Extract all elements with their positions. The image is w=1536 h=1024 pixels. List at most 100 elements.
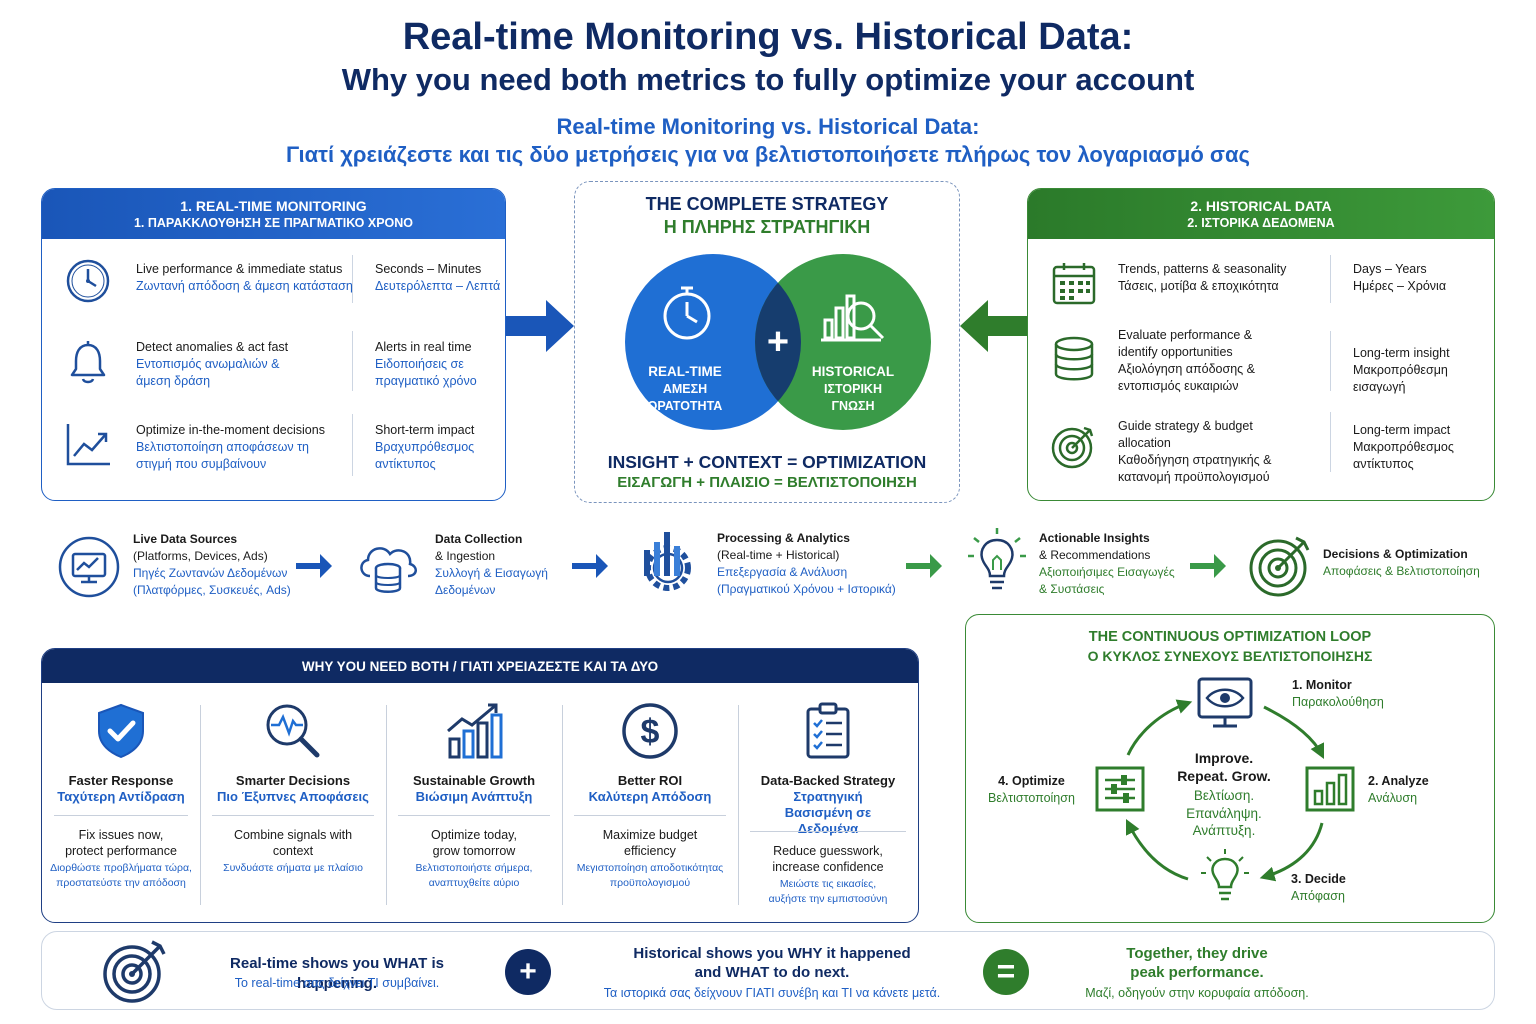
- banner-historical-text-greek: Τα ιστορικά σας δείχνουν ΓΙΑΤΙ συνέβη κα…: [603, 986, 941, 1000]
- bar-chart-icon: [1305, 766, 1355, 812]
- banner-historical-line-1: Historical shows you WHY it happened: [633, 945, 911, 962]
- loop-step-label: 3. Decide: [1291, 872, 1346, 886]
- target-icon: [1051, 426, 1094, 469]
- why-item-smarter-decisions: Smarter Decisions Πιο Έξυπνες Αποφάσεις …: [200, 683, 386, 922]
- flow-arrow-icon: [906, 554, 942, 578]
- flow-step-title-2: & Recommendations: [1039, 548, 1151, 562]
- historical-row: Guide strategy & budget allocation Καθοδ…: [1028, 412, 1494, 498]
- why-item-title-greek: Βιώσιμη Ανάπτυξη: [415, 789, 533, 804]
- venn-right-label-greek-2: ΓΝΩΣΗ: [831, 399, 874, 413]
- realtime-row: Optimize in-the-moment decisions Βελτιστ…: [42, 414, 505, 500]
- why-item-body: Maximize budget efficiency: [602, 828, 698, 858]
- banner-realtime-text-greek: Το real-time σας δείχνει ΤΙ συμβαίνει.: [234, 976, 440, 990]
- stopwatch-icon: [663, 286, 711, 340]
- why-item-body: Reduce guesswork, increase confidence: [772, 844, 884, 874]
- flow-step-title-greek-2: & Συστάσεις: [1039, 582, 1105, 596]
- loop-step-optimize: 4. Optimize Βελτιστοποίηση: [988, 773, 1075, 807]
- loop-center-line-2: Repeat. Grow.: [1177, 768, 1271, 784]
- historical-title-greek: 2. ΙΣΤΟΡΙΚΑ ΔΕΔΟΜΕΝΑ: [1187, 216, 1335, 230]
- strategy-equation: INSIGHT + CONTEXT = OPTIMIZATION: [607, 452, 927, 472]
- summary-banner: Real-time shows you WHAT is happening. Τ…: [41, 931, 1495, 1010]
- venn-right-label: HISTORICAL: [812, 364, 894, 379]
- flow-step-title-greek-2: (Πλατφόρμες, Συσκευές, Ads): [133, 583, 291, 597]
- historical-row-timeframe: Days – Years: [1353, 262, 1427, 276]
- why-both-panel: WHY YOU NEED BOTH / ΓΙΑΤΙ ΧΡΕΙΑΖΕΣΤΕ ΚΑΙ…: [41, 648, 919, 923]
- sliders-icon: [1095, 766, 1145, 812]
- growth-chart-icon: [447, 703, 503, 759]
- calendar-icon: [1052, 263, 1096, 305]
- loop-center-greek-3: Ανάπτυξη.: [1193, 823, 1256, 838]
- historical-row: Evaluate performance & identify opportun…: [1028, 327, 1494, 407]
- why-item-faster-response: Faster Response Ταχύτερη Αντίδραση Fix i…: [42, 683, 200, 922]
- banner-realtime-text: Real-time shows you WHAT is happening.: [230, 955, 444, 992]
- venn-left-label-greek-1: ΑΜΕΣΗ: [663, 382, 707, 396]
- why-item-title: Smarter Decisions: [235, 773, 351, 788]
- realtime-row-timeframe: Seconds – Minutes: [375, 262, 482, 276]
- why-both-header: WHY YOU NEED BOTH / ΓΙΑΤΙ ΧΡΕΙΑΖΕΣΤΕ ΚΑΙ…: [42, 649, 918, 683]
- flow-step-title-greek: Πηγές Ζωντανών Δεδομένων: [133, 566, 288, 580]
- arrow-left-icon: [960, 300, 1028, 352]
- realtime-row-timeframe: Short-term impact: [375, 423, 475, 437]
- gear-chart-icon: [644, 532, 691, 591]
- loop-step-label: 4. Optimize: [998, 774, 1065, 788]
- historical-row-text: Guide strategy & budget allocation: [1118, 419, 1253, 450]
- chart-magnifier-icon: [821, 294, 885, 342]
- page-subtitle: Why you need both metrics to fully optim…: [341, 62, 1195, 97]
- historical-row-timeframe-greek: Μακροπρόθεσμη εισαγωγή: [1353, 363, 1448, 394]
- realtime-panel: 1. REAL-TIME MONITORING 1. ΠΑΡΑΚΚΛΟΥΘΗΣΗ…: [41, 188, 506, 501]
- banner-together-line-2: peak performance.: [1130, 964, 1264, 981]
- cloud-database-icon: [360, 547, 417, 593]
- historical-row-text: Trends, patterns & seasonality: [1118, 262, 1287, 276]
- flow-step-title-greek: Συλλογή & Εισαγωγή: [435, 566, 548, 580]
- loop-center-greek-2: Επανάληψη.: [1186, 806, 1262, 821]
- arrow-right-icon: [506, 300, 574, 352]
- why-item-better-roi: $ Better ROI Καλύτερη Απόδοση Maximize b…: [562, 683, 738, 922]
- page-subtitle-greek: Γιατί χρειάζεστε και τις δύο μετρήσεις γ…: [286, 142, 1250, 167]
- why-item-title: Faster Response: [68, 773, 174, 788]
- flow-arrow-icon: [1190, 554, 1226, 578]
- dollar-icon: $: [622, 703, 678, 759]
- flow-step-title-greek: Αξιοποιήσιμες Εισαγωγές: [1039, 565, 1175, 579]
- realtime-row-timeframe-greek: Βραχυπρόθεσμος αντίκτυπος: [375, 440, 475, 471]
- why-item-body: Fix issues now, protect performance: [65, 828, 177, 858]
- banner-together-text-greek: Μαζί, οδηγούν στην κορυφαία απόδοση.: [1085, 986, 1309, 1000]
- why-item-title: Better ROI: [617, 773, 683, 788]
- historical-row-timeframe-greek: Ημέρες – Χρόνια: [1353, 279, 1447, 293]
- loop-step-label-greek: Παρακολούθηση: [1292, 695, 1384, 709]
- flow-step-title-2: (Platforms, Devices, Ads): [133, 549, 268, 563]
- strategy-title: THE COMPLETE STRATEGY: [645, 194, 889, 214]
- loop-step-decide: 3. Decide Απόφαση: [1291, 871, 1346, 905]
- historical-panel: 2. HISTORICAL DATA 2. ΙΣΤΟΡΙΚΑ ΔΕΔΟΜΕΝΑ …: [1027, 188, 1495, 501]
- historical-row-text-greek: Τάσεις, μοτίβα & εποχικότητα: [1118, 279, 1279, 293]
- loop-center-line-1: Improve.: [1195, 750, 1253, 766]
- why-item-body-greek: Βελτιστοποιήστε σήμερα, αναπτυχθείτε αύρ…: [415, 862, 533, 889]
- banner-historical-line-2: and WHAT to do next.: [694, 964, 850, 981]
- loop-step-monitor: 1. Monitor Παρακολούθηση: [1292, 677, 1384, 711]
- lightbulb-icon: [968, 528, 1026, 590]
- loop-diagram: Improve. Repeat. Grow. Βελτίωση. Επανάλη…: [1095, 677, 1355, 901]
- historical-row-text-greek: Αξιολόγηση απόδοσης & εντοπισμός ευκαιρι…: [1118, 362, 1255, 393]
- why-item-body-greek: Διορθώστε προβλήματα τώρα, προστατεύστε …: [50, 862, 192, 889]
- historical-row: Trends, patterns & seasonality Τάσεις, μ…: [1028, 255, 1494, 339]
- realtime-row-text: Optimize in-the-moment decisions: [136, 423, 325, 437]
- realtime-row: Detect anomalies & act fast Εντοπισμός α…: [42, 331, 505, 417]
- flow-step-title: Live Data Sources: [133, 532, 238, 546]
- clock-icon: [66, 259, 110, 303]
- realtime-row-text: Detect anomalies & act fast: [136, 340, 289, 354]
- realtime-row-timeframe: Alerts in real time: [375, 340, 472, 354]
- venn-realtime-circle: [625, 254, 801, 430]
- target-arrow-icon: [1249, 536, 1310, 597]
- flow-step-title: Actionable Insights: [1039, 531, 1150, 545]
- equals-symbol: =: [997, 953, 1016, 989]
- why-item-sustainable-growth: Sustainable Growth Βιώσιμη Ανάπτυξη Opti…: [386, 683, 562, 922]
- svg-text:$: $: [641, 713, 660, 751]
- realtime-row: Live performance & immediate status Ζωντ…: [42, 255, 505, 339]
- venn-left-label: REAL-TIME: [648, 364, 722, 379]
- flow-step-title-greek-2: (Πραγματικού Χρόνου + Ιστορικά): [717, 582, 896, 596]
- realtime-row-timeframe-greek: Ειδοποιήσεις σε πραγματικό χρόνο: [375, 357, 477, 388]
- flow-step-live-data: Live Data Sources (Platforms, Devices, A…: [133, 531, 291, 599]
- banner-together-text: Together, they drive peak performance.: [1072, 944, 1322, 982]
- why-item-title-greek: Στρατηγική Βασισμένη σε Δεδομένα: [784, 789, 872, 836]
- strategy-title-greek: Η ΠΛΗΡΗΣ ΣΤΡΑΤΗΓΙΚΗ: [663, 217, 871, 237]
- flow-arrow-icon: [296, 554, 332, 578]
